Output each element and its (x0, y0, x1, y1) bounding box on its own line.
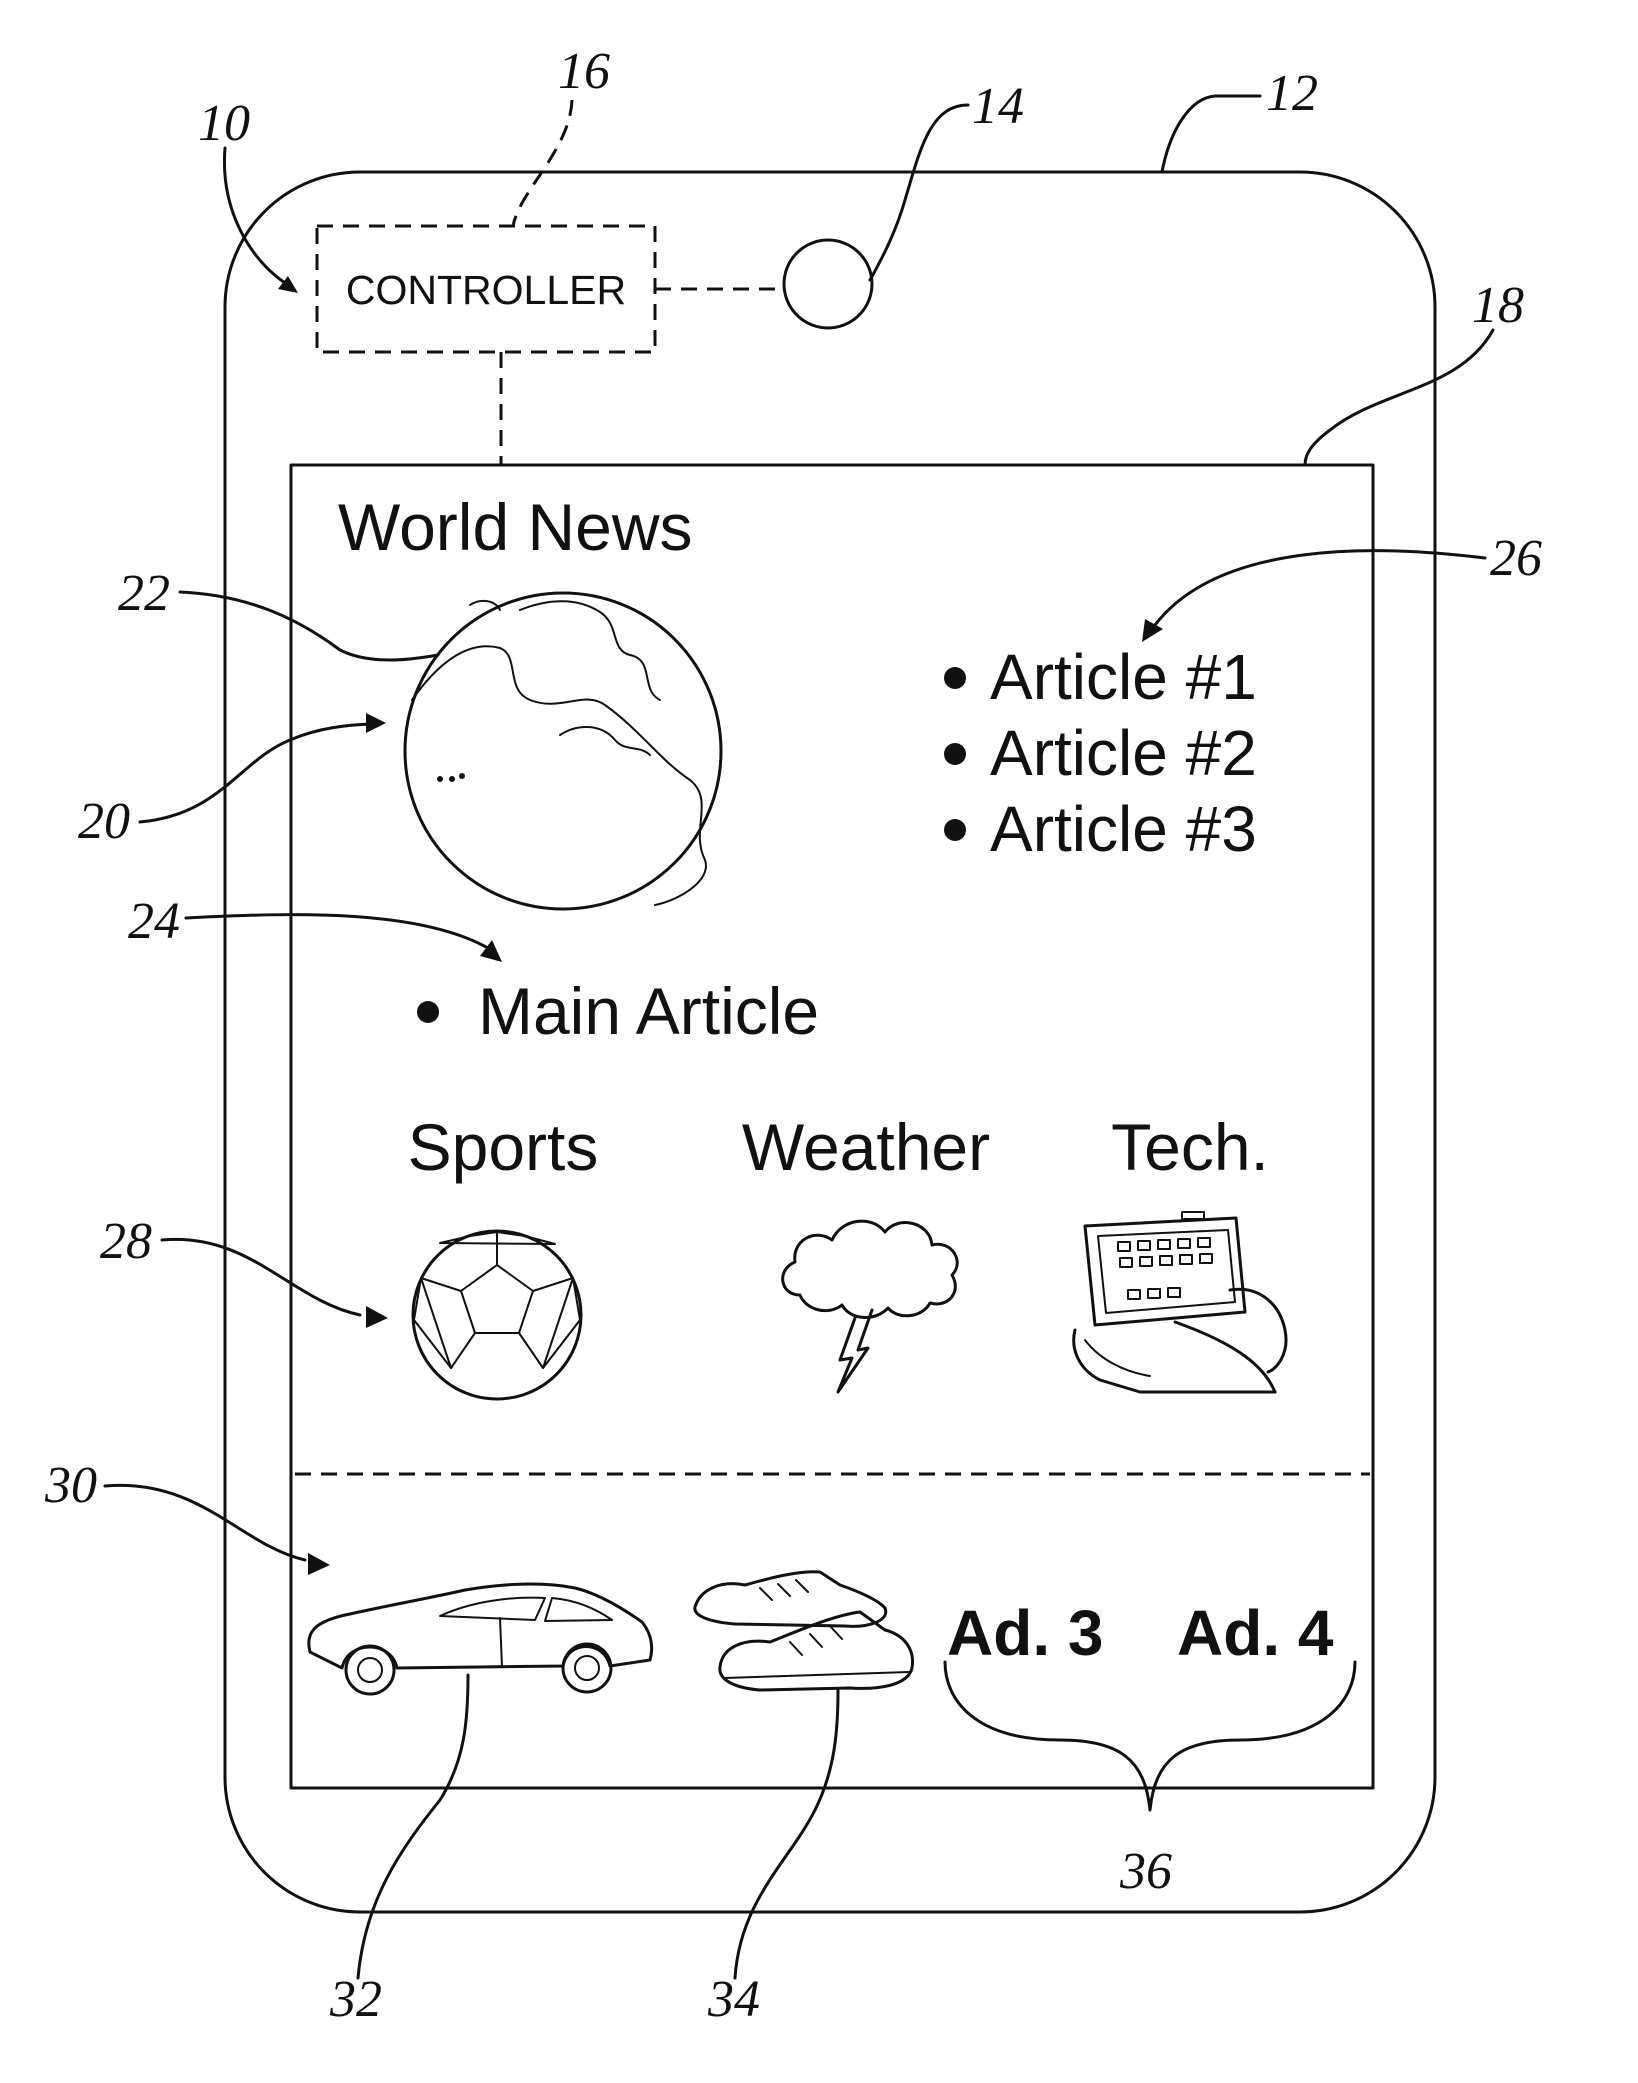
ref-34: 34 (707, 1971, 760, 2028)
arrowhead-30 (308, 1553, 330, 1575)
leader-32 (358, 1675, 468, 1978)
ref-26: 26 (1490, 530, 1542, 587)
leader-30 (105, 1485, 305, 1560)
arrowhead-20 (366, 713, 386, 733)
ref-18: 18 (1472, 277, 1524, 334)
ref-28: 28 (100, 1213, 152, 1270)
article-link-1[interactable]: Article #1 (990, 641, 1257, 713)
storm-cloud-icon[interactable] (783, 1221, 958, 1392)
leader-24 (186, 915, 488, 948)
globe-icon[interactable] (405, 593, 721, 909)
leader-16 (513, 100, 572, 226)
arrowhead-24 (480, 940, 502, 962)
ref-10: 10 (198, 95, 250, 152)
ref-32: 32 (329, 1971, 382, 2028)
article-link-3[interactable]: Article #3 (990, 793, 1257, 865)
leader-12 (1162, 96, 1260, 172)
car-icon[interactable] (309, 1584, 652, 1694)
leader-14 (870, 105, 968, 280)
camera-lens (784, 240, 872, 328)
leader-18 (1305, 330, 1493, 465)
leader-10 (224, 148, 288, 285)
arrowhead-28 (366, 1306, 388, 1328)
ref-14: 14 (972, 78, 1024, 135)
category-sports-label[interactable]: Sports (408, 1110, 599, 1184)
arrowhead-26 (1142, 619, 1163, 642)
ref-30: 30 (44, 1457, 97, 1514)
soccer-ball-icon[interactable] (413, 1231, 581, 1399)
leader-34 (735, 1690, 838, 1978)
ref-20: 20 (78, 793, 130, 850)
ref-16: 16 (558, 43, 610, 100)
article-link-2[interactable]: Article #2 (990, 717, 1257, 789)
ref-36: 36 (1119, 1843, 1172, 1900)
tablet-icon[interactable] (1074, 1212, 1286, 1392)
ad-4-text[interactable]: Ad. 4 (1177, 1597, 1334, 1669)
main-article-bullet (417, 1001, 439, 1023)
leader-20 (140, 724, 370, 822)
page-title: World News (338, 490, 693, 564)
ref-24: 24 (128, 893, 180, 950)
main-article-link[interactable]: Main Article (478, 974, 819, 1048)
article-list: Article #1 Article #2 Article #3 (944, 641, 1257, 865)
controller-label: CONTROLLER (346, 267, 626, 313)
ad-3-text[interactable]: Ad. 3 (947, 1597, 1103, 1669)
ref-12: 12 (1266, 65, 1318, 122)
leader-28 (162, 1239, 360, 1315)
category-weather-label[interactable]: Weather (742, 1110, 990, 1184)
leader-22 (180, 592, 438, 660)
ref-22: 22 (118, 565, 170, 622)
category-tech-label[interactable]: Tech. (1111, 1110, 1269, 1184)
sneakers-icon[interactable] (695, 1572, 913, 1690)
